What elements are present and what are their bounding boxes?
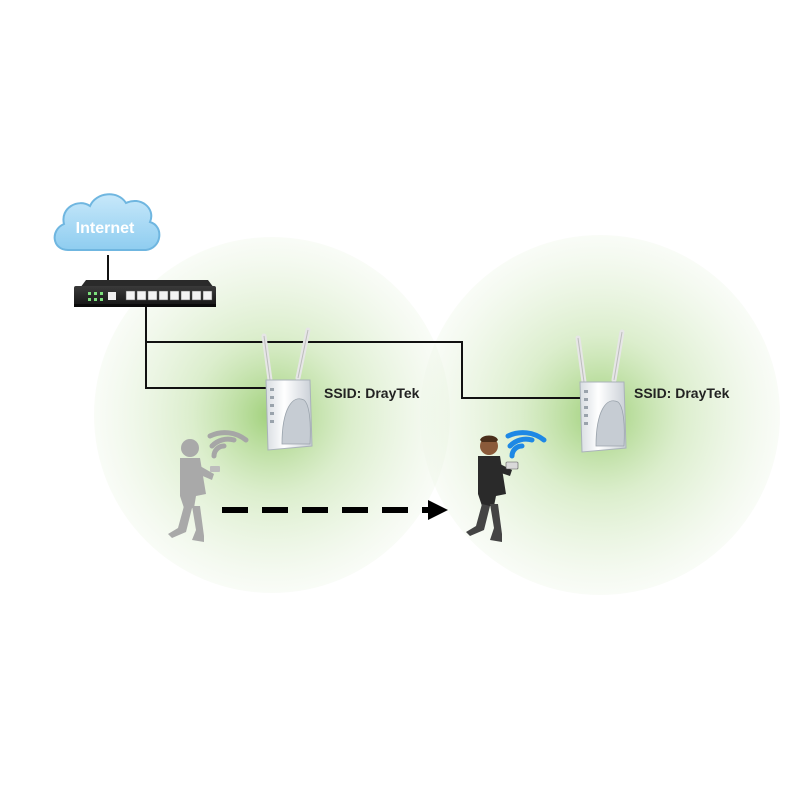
ap-left-ssid-label: SSID: DrayTek: [324, 385, 420, 401]
signal-inactive-icon: [207, 430, 249, 459]
user-current-position-icon: [466, 435, 519, 542]
roaming-arrow-icon: [222, 500, 448, 520]
router-icon: [74, 280, 216, 307]
user-previous-position-icon: [168, 439, 220, 542]
cable-to-ap-left: [145, 305, 268, 389]
access-point-left-icon: [261, 327, 313, 451]
signal-active-icon: [505, 430, 547, 459]
internet-cloud-icon: Internet: [53, 193, 161, 251]
internet-label: Internet: [76, 220, 135, 237]
ap-right-ssid-label: SSID: DrayTek: [634, 385, 730, 401]
access-point-right-icon: [575, 329, 627, 453]
